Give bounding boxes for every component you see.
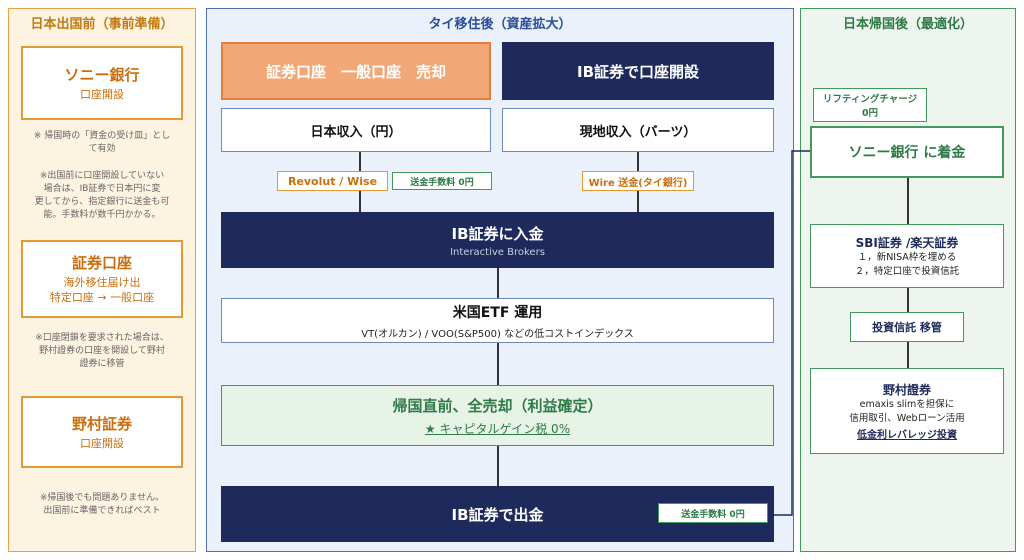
ib-deposit-box: IB証券に入金 Interactive Brokers xyxy=(221,212,774,268)
note-sony: ※ 帰国時の「資金の受け皿」とし て有効 xyxy=(33,131,171,155)
nomura-sub-left: 口座開設 xyxy=(80,436,124,450)
securities-account-box: 証券口座 海外移住届け出 特定口座 → 一般口座 xyxy=(21,240,183,318)
connector-transfer-nomura xyxy=(907,342,909,368)
connector-etf-sell xyxy=(497,343,499,385)
sell-general-account-box: 証券口座 一般口座 売却 xyxy=(221,42,491,100)
revolut-wise-tag: Revolut / Wise xyxy=(277,171,388,191)
nomura-title-left: 野村証券 xyxy=(71,414,132,433)
japan-income-box: 日本収入（円） xyxy=(221,108,491,152)
sbi-rakuten-box: SBI証券 /楽天証券 １，新NISA枠を埋める ２，特定口座で投資信託 xyxy=(810,224,1004,288)
pre-departure-title: 日本出国前（事前準備） xyxy=(30,17,174,32)
fee-zero-tag-1: 送金手数料 0円 xyxy=(392,172,492,190)
sony-bank-box: ソニー銀行 口座開設 xyxy=(21,46,183,120)
sell-all-box: 帰国直前、全売却（利益確定） ★ キャピタルゲイン税 0% xyxy=(221,385,774,446)
local-income-box: 現地収入（バーツ） xyxy=(502,108,774,152)
ib-open-account-box: IB証券で口座開設 xyxy=(502,42,774,100)
connector-sell-withdraw xyxy=(497,446,499,486)
note-account-closure: ※口座閉鎖を要求された場合は、 野村證券の口座を開設して野村 證券に移管 xyxy=(35,333,169,370)
nomura-box-right: 野村證券 emaxis slimを担保に 信用取引、Webローン活用 低金利レバ… xyxy=(810,368,1004,454)
connector-sbi-transfer xyxy=(907,288,909,312)
wire-transfer-tag: Wire 送金(タイ銀行) xyxy=(582,171,694,191)
sony-bank-title: ソニー銀行 xyxy=(64,65,140,84)
securities-account-title: 証券口座 xyxy=(71,254,132,273)
thailand-title: タイ移住後（資産拡大） xyxy=(428,17,572,32)
connector-sony-sbi xyxy=(907,178,909,224)
securities-account-sub1: 海外移住届け出 xyxy=(63,276,141,290)
note-after-return: ※帰国後でも問題ありません。 出国前に準備できればベスト xyxy=(39,493,165,517)
us-etf-box: 米国ETF 運用 VT(オルカン) / VOO(S&P500) などの低コストイ… xyxy=(221,298,774,343)
sony-bank-sub: 口座開設 xyxy=(80,87,124,101)
connector-deposit-etf xyxy=(497,268,499,298)
lifting-charge-tag: リフティングチャージ 0円 xyxy=(813,88,927,122)
post-return-title: 日本帰国後（最適化） xyxy=(842,17,973,32)
nomura-box-left: 野村証券 口座開設 xyxy=(21,396,183,468)
trust-transfer-tag: 投資信託 移管 xyxy=(850,312,964,342)
note-remittance: ※出国前に口座開設していない 場合は、IB証券で日本円に変 更してから、指定銀行… xyxy=(34,171,170,221)
fee-zero-tag-2: 送金手数料 0円 xyxy=(658,503,768,523)
securities-account-sub2: 特定口座 → 一般口座 xyxy=(49,291,155,304)
flow-connector-return xyxy=(772,150,810,516)
sony-arrival-box: ソニー銀行 に着金 xyxy=(810,126,1004,178)
